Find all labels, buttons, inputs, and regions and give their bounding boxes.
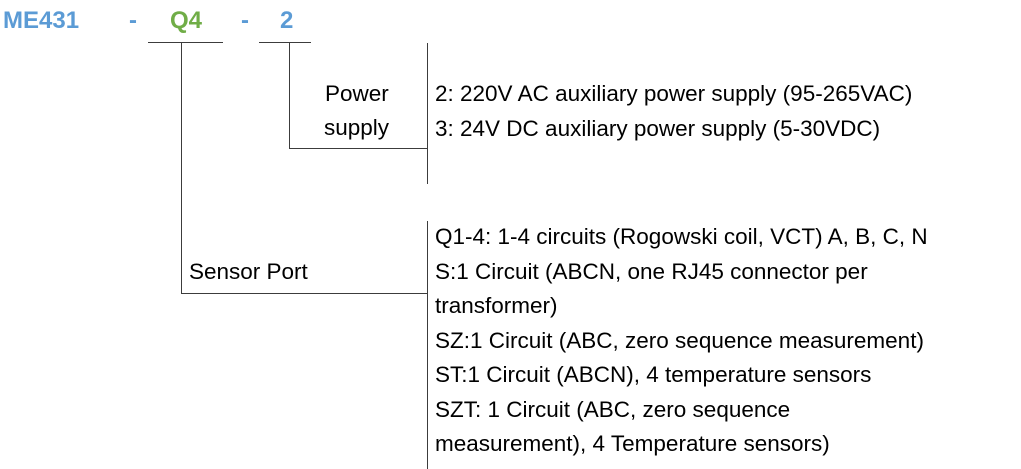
power-supply-label-line1: Power xyxy=(325,81,389,106)
power-branch-vertical xyxy=(289,42,290,148)
power-branch-horizontal xyxy=(289,148,427,149)
power-code-underline xyxy=(259,42,311,43)
sensor-port-options: Q1-4: 1-4 circuits (Rogowski coil, VCT) … xyxy=(435,220,928,462)
sensor-branch-vertical xyxy=(181,42,182,293)
sensor-option: Q1-4: 1-4 circuits (Rogowski coil, VCT) … xyxy=(435,224,928,249)
sensor-option: measurement), 4 Temperature sensors) xyxy=(435,431,830,456)
model-code-sensor: Q4 xyxy=(170,7,203,34)
sensor-branch-horizontal xyxy=(181,293,427,294)
sensor-option: S:1 Circuit (ABCN, one RJ45 connector pe… xyxy=(435,258,868,284)
power-option: 3: 24V DC auxiliary power supply (5-30VD… xyxy=(435,115,881,141)
model-code-power: 2 xyxy=(280,7,294,34)
power-options-divider xyxy=(427,43,428,184)
sensor-option: transformer) xyxy=(435,293,558,318)
power-supply-label-line2: supply xyxy=(324,115,390,140)
model-code-separator-1: - xyxy=(129,7,137,34)
power-supply-options: 2: 220V AC auxiliary power supply (95-26… xyxy=(435,77,912,146)
sensor-code-underline xyxy=(148,42,223,43)
power-option: 2: 220V AC auxiliary power supply (95-26… xyxy=(435,81,913,106)
sensor-options-divider xyxy=(427,221,428,469)
sensor-option: SZT: 1 Circuit (ABC, zero sequence xyxy=(435,396,791,422)
model-code-separator-2: - xyxy=(241,7,249,34)
sensor-option: SZ:1 Circuit (ABC, zero sequence measure… xyxy=(435,327,924,353)
sensor-port-label: Sensor Port xyxy=(189,259,308,284)
sensor-option: ST:1 Circuit (ABCN), 4 temperature senso… xyxy=(435,362,872,387)
model-code-base: ME431 xyxy=(3,7,80,34)
